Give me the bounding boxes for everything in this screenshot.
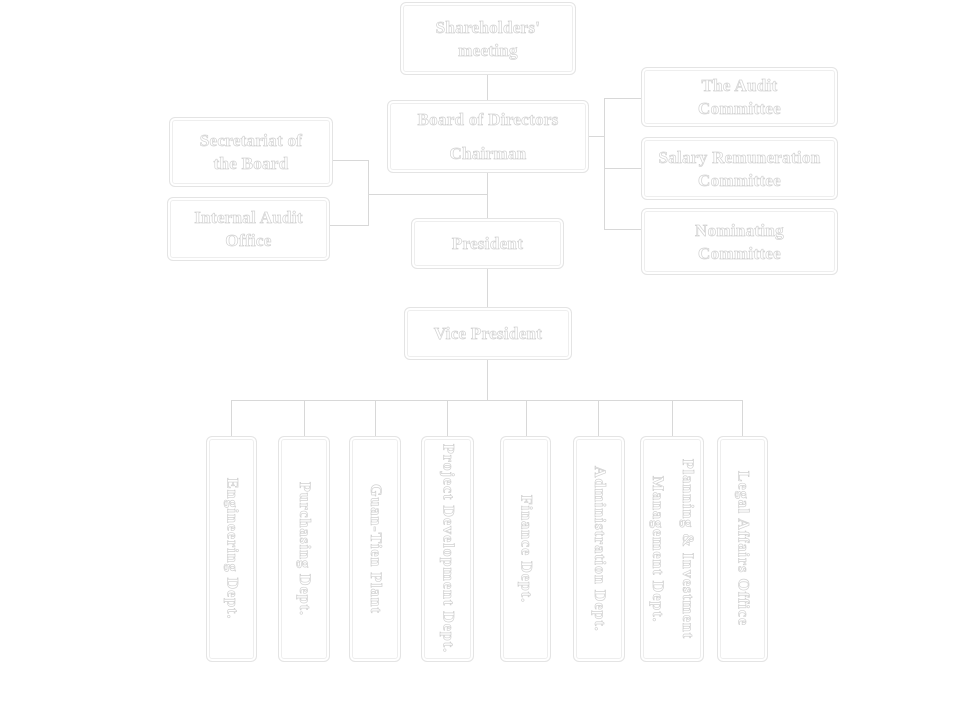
secretariat-box: Secretariat of the Board [169,117,333,187]
connector-left-vertical [368,160,369,226]
connector-nominating-committee [604,229,642,230]
nominating-committee-box: Nominating Committee [641,208,838,275]
connector-dept-6 [598,400,599,437]
administration-dept-box: Administration Dept. [573,436,625,662]
connector-salary-committee [604,168,642,169]
connector-right-vertical [604,98,605,230]
finance-dept-box: Finance Dept. [500,436,551,662]
president-box: President [411,218,564,269]
planning-investment-management-dept-label: Planning & Investment Management Dept. [649,458,697,640]
salary-remuneration-committee-label: Salary Remuneration Committee [658,147,821,190]
connector-secretariat [332,160,369,161]
connector-president-vp [487,268,488,308]
project-development-dept-box: Project Development Dept. [421,436,474,662]
connector-dept-3 [375,400,376,437]
salary-remuneration-committee-box: Salary Remuneration Committee [641,137,838,200]
connector-audit-committee [604,98,642,99]
board-of-directors-label: Board of Directors [417,110,559,130]
legal-affairs-office-box: Legal Affairs Office [717,436,768,662]
vice-president-label: Vice President [433,324,543,344]
guan-tien-plant-label: Guan-Tien Plant [367,484,385,615]
legal-affairs-office-label: Legal Affairs Office [734,471,752,627]
connector-shareholders-board [487,74,488,101]
connector-dept-5 [526,400,527,437]
chairman-label: Chairman [449,144,527,164]
connector-vp-bus [487,359,488,400]
connector-dept-7 [672,400,673,437]
connector-dept-4 [447,400,448,437]
nominating-committee-label: Nominating Committee [695,220,784,263]
administration-dept-label: Administration Dept. [591,466,609,632]
secretariat-label: Secretariat of the Board [199,131,303,174]
connector-board-president [487,172,488,218]
president-label: President [451,234,524,254]
connector-dept-8 [742,400,743,437]
project-development-dept-label: Project Development Dept. [439,444,457,654]
shareholders-meeting-label: Shareholders' meeting [435,17,541,60]
connector-internal-audit [329,225,369,226]
engineering-dept-label: Engineering Dept. [223,478,241,620]
connector-right-trunk [588,136,605,137]
purchasing-dept-box: Purchasing Dept. [278,436,330,662]
internal-audit-office-label: Internal Audit Office [194,208,303,251]
audit-committee-box: The Audit Committee [641,67,838,127]
internal-audit-office-box: Internal Audit Office [167,197,330,261]
connector-dept-1 [231,400,232,437]
engineering-dept-box: Engineering Dept. [206,436,257,662]
shareholders-meeting-box: Shareholders' meeting [400,2,576,75]
audit-committee-label: The Audit Committee [698,76,781,119]
purchasing-dept-label: Purchasing Dept. [296,482,314,617]
connector-department-bus [231,400,743,401]
connector-dept-2 [304,400,305,437]
finance-dept-label: Finance Dept. [517,494,535,604]
board-of-directors-text: Board of Directors Chairman [417,108,558,165]
guan-tien-plant-box: Guan-Tien Plant [349,436,401,662]
connector-left-trunk [368,194,488,195]
planning-investment-management-dept-box: Planning & Investment Management Dept. [640,436,704,662]
vice-president-box: Vice President [404,307,572,360]
board-of-directors-box: Board of Directors Chairman [387,100,589,173]
